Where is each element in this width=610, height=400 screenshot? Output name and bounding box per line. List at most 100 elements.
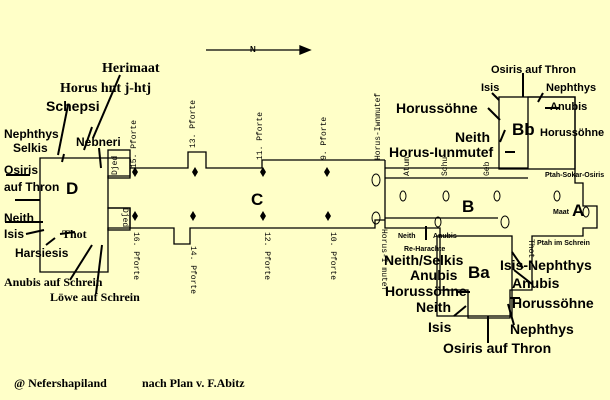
pointer-line [61,153,65,163]
isis-d-label: Isis [4,227,25,241]
pointer-line [487,107,501,121]
osiris-thron-ba-label: Osiris auf Thron [443,340,552,356]
nephthys-ba-label: Nephthys [510,321,574,337]
re-harachte-label: Re-Harachte [404,246,446,253]
horus-iunmutef-label: Horus-Iunmutef [389,144,494,160]
room-d-label: D [66,179,79,198]
pillar-marker [132,167,138,177]
horus-iwnmutef-label: Horus-Iwnmutef [374,92,383,160]
selkis-label: Selkis [13,141,48,155]
thot-d-label: Thot [62,227,87,241]
pillar-marker [190,211,196,221]
pillar-marker [132,211,138,221]
pointer-line [69,244,93,281]
gate-15-label: 15. Pforte [130,119,139,168]
credit-left: @ Nefershapiland [14,376,107,390]
pointer-line [59,231,76,235]
djed-top-label: Djed [111,155,120,175]
thot-b-label: Thot [526,239,535,259]
pointer-line [83,126,93,151]
gate-10-label: 10. Pforte [328,232,337,281]
anubis-ba-right-label: Anubis [512,275,560,291]
pointer-line [453,305,467,317]
djed-top-block [107,149,131,179]
harsiesis-label: Harsiesis [15,246,69,260]
pointer-line [57,104,69,156]
north-arrow-head [299,45,312,55]
gate-9-label: 9. Pforte [320,116,329,160]
maat-label: Maat [553,209,569,216]
room-ba-label: Ba [468,263,490,282]
horussoehne-bb-right-label: Horussöhne [540,127,605,139]
osiris-thron-bb-label: Osiris auf Thron [491,64,576,76]
pointer-line [95,244,103,295]
pillar-marker [324,167,330,177]
room-bb-wall [498,96,576,170]
column-marker [553,190,561,202]
pillar-marker [325,211,331,221]
gate-14-label: 14. Pforte [188,246,197,295]
herimaat-label: Herimaat [102,61,160,76]
horussoehne-ba-right-label: Horussöhne [512,295,594,311]
loewe-schrein-label: Löwe auf Schrein [50,290,140,304]
neith-selkis-label: Neith/Selkis [384,252,464,268]
pointer-line [45,237,56,246]
corridor-top-wall [130,151,385,169]
anubis-ba-label: Anubis [410,267,458,283]
pillar-marker [192,167,198,177]
pointer-line [511,251,524,269]
ptah-sokar-osiris-label: Ptah-Sokar-Osiris [545,172,605,179]
pointer-line [513,269,533,285]
column-marker [442,190,450,202]
osiris-d-label: Osiris [4,163,39,177]
column-marker [493,190,501,202]
gate-13-label: 13. Pforte [189,99,198,148]
auf-thron-d-label: auf Thron [4,180,60,194]
credit-right: nach Plan v. F.Abitz [142,376,245,390]
pointer-line [25,229,45,235]
ptah-im-schrein-label: Ptah im Schrein [537,240,590,247]
gate-12-label: 12. Pforte [262,232,271,281]
pillar-marker [260,211,266,221]
neith-ba-label: Neith [416,299,451,315]
corridor-bottom-wall [130,219,385,245]
isis-nephthys-label: Isis-Nephthys [500,257,592,273]
pointer-line [507,303,515,326]
schepsi-label: Schepsi [46,98,100,114]
geb-label: Geb [483,161,492,176]
nephthys-bb-label: Nephthys [546,82,597,94]
column-marker [582,206,590,218]
horussoehne-ba-left-label: Horussöhne [385,283,467,299]
neith-d-label: Neith [4,211,34,225]
horus-hnt-label: Horus hnt j-htj [60,81,152,96]
neith-bb-label: Neith [455,129,490,145]
nephthys-d-label: Nephthys [4,127,59,141]
room-a-label: A [572,201,585,220]
neith-small-label: Neith [398,233,416,240]
pointer-line [537,92,544,103]
isis-ba-label: Isis [428,319,452,335]
column-marker [434,216,442,228]
gate-16-label: 16. Pforte [131,232,140,281]
pillar-marker [260,167,266,177]
room-b-label: B [462,197,475,216]
pointer-line [499,129,506,143]
anubis-small-label: Anubis [433,233,457,240]
anubis-schrein-label: Anubis auf Schrein [4,275,103,289]
horussoehne-bb-left-label: Horussöhne [396,100,478,116]
gate-11-label: 11. Pforte [256,111,265,160]
pointer-line [491,92,500,101]
isis-bb-label: Isis [481,82,500,94]
room-c-label: C [251,190,264,209]
north-label: N [250,45,256,54]
column-marker [371,211,381,225]
pointer-line [98,147,102,169]
column-marker [371,173,381,187]
pointer-line [92,74,121,139]
room-ba-wall [436,235,513,317]
djed-bottom-block [107,207,131,231]
column-marker [500,215,510,229]
nebneri-label: Nebneri [76,135,121,149]
djed-bottom-label: Djed [120,208,129,228]
